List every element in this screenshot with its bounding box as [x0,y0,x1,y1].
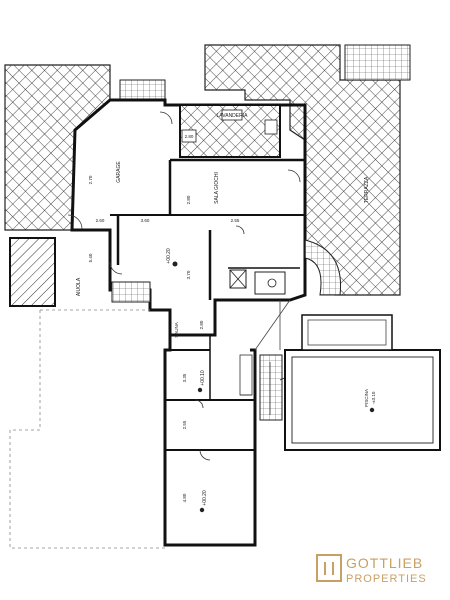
dim-2: 2.70 [88,175,93,184]
stair-top [119,79,166,101]
curved-stair [304,239,342,296]
dim-5: 5.40 [88,253,93,262]
terrazza-label: TERRAZZA [364,176,370,203]
level-main: +00.20 [166,248,172,264]
gottlieb-logo: GOTTLIEB PROPERTIES [316,554,427,585]
dim-6: 3.70 [186,270,191,279]
pool-inner [291,356,434,444]
dim-7: 2.80 [199,320,204,329]
stair-pool [259,354,283,421]
garden-boundary [9,310,165,549]
logo-line-1: GOTTLIEB [346,555,423,571]
piscina-label: PISCINA [364,389,369,407]
garage-label: GARAGE [116,161,122,183]
terrace-right [204,44,401,296]
level-low: +00.20 [202,490,208,506]
logo-line-2: PROPERTIES [346,573,427,585]
lavanderia-dim: 2.80 [185,134,194,139]
dim-9: 2.55 [231,218,240,223]
level-mid: +00.10 [200,370,206,386]
stair-top-right [344,44,411,81]
aiuola-box [9,237,56,307]
sauna-label: SAUNA [174,322,179,338]
dim-4: 2.80 [186,195,191,204]
aiuola-label: AIUOLA [76,277,82,296]
piscina-level: -±3.10 [371,391,376,404]
dim-8: 3.35 [182,373,187,382]
sala-giochi-label: SALA GIOCHI [214,172,220,204]
lavanderia-label: LAVANDERIA [217,113,249,119]
dim-1: 2.60 [96,218,105,223]
terrace-left [4,64,111,231]
dim-10: 4.80 [182,493,187,502]
dim-3: 3.60 [141,218,150,223]
stair-left [111,281,151,303]
logo-mark-icon [316,554,342,582]
dim-9b: 2.55 [182,420,187,429]
